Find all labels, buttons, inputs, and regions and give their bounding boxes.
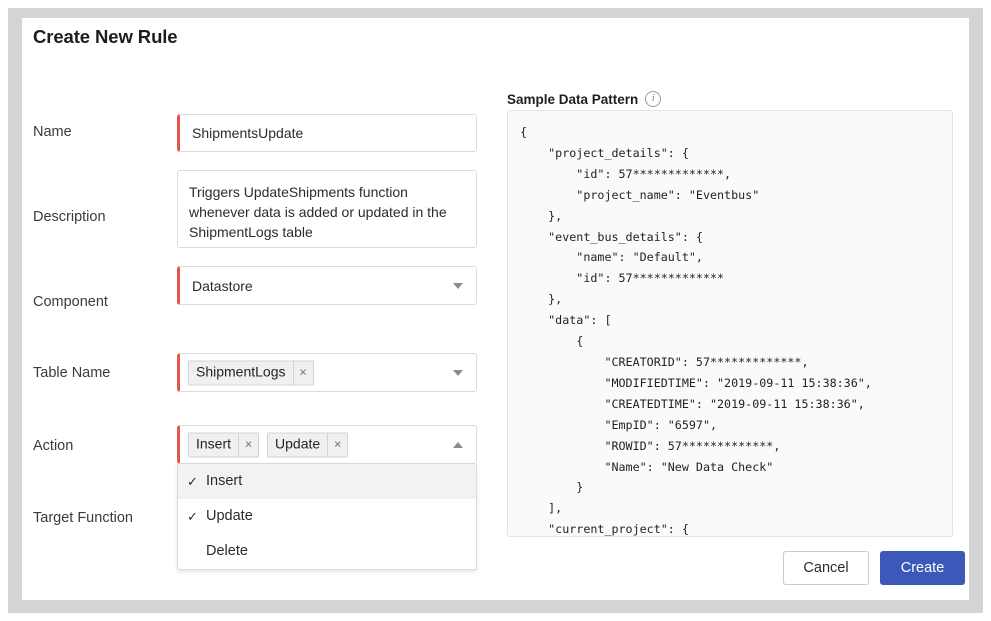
check-icon: ✓ [187, 509, 198, 524]
component-select[interactable]: Datastore [177, 266, 477, 305]
name-label: Name [33, 124, 72, 140]
dropdown-option-label: Delete [206, 543, 248, 559]
chevron-down-icon[interactable] [453, 369, 463, 376]
info-icon[interactable]: i [645, 91, 662, 107]
table-name-chip-list: ShipmentLogs × [188, 360, 314, 385]
dropdown-option-delete[interactable]: Delete [178, 534, 476, 569]
chevron-up-icon[interactable] [453, 441, 463, 448]
table-name-label: Table Name [33, 365, 111, 381]
name-input-value: ShipmentsUpdate [192, 125, 304, 141]
description-label: Description [33, 209, 106, 225]
target-function-label: Target Function [33, 510, 133, 526]
component-label: Component [33, 294, 108, 310]
sample-data-pattern-panel[interactable]: { "project_details": { "id": 57*********… [507, 110, 953, 537]
dropdown-option-label: Update [206, 508, 253, 524]
chip-label: Insert [196, 435, 232, 451]
action-chip-list: Insert × Update × [188, 432, 349, 457]
create-new-rule-dialog: Create New Rule Name ShipmentsUpdate Des… [22, 18, 969, 600]
dropdown-option-update[interactable]: ✓ Update [178, 499, 476, 534]
table-name-multiselect[interactable]: ShipmentLogs × [177, 353, 477, 392]
cancel-button[interactable]: Cancel [783, 551, 869, 585]
chip-remove-icon[interactable]: × [327, 433, 347, 456]
chevron-down-icon[interactable] [453, 282, 463, 289]
action-label: Action [33, 438, 74, 454]
dropdown-option-label: Insert [206, 473, 243, 489]
chip-label: ShipmentLogs [196, 363, 286, 379]
name-input[interactable]: ShipmentsUpdate [177, 114, 477, 152]
chip-table-name: ShipmentLogs × [188, 360, 314, 385]
description-textarea[interactable]: Triggers UpdateShipments function whenev… [177, 170, 477, 248]
dropdown-option-insert[interactable]: ✓ Insert [178, 464, 476, 499]
chip-label: Update [275, 435, 321, 451]
action-multiselect[interactable]: Insert × Update × [177, 425, 477, 464]
sample-data-pattern-code: { "project_details": { "id": 57*********… [520, 125, 872, 537]
chip-remove-icon[interactable]: × [238, 433, 258, 456]
description-textarea-value: Triggers UpdateShipments function whenev… [189, 184, 447, 240]
page-title: Create New Rule [33, 26, 178, 47]
sample-data-pattern-title: Sample Data Pattern [507, 91, 639, 107]
component-select-value: Datastore [192, 277, 253, 294]
check-icon: ✓ [187, 474, 198, 489]
action-dropdown-menu: ✓ Insert ✓ Update Delete [177, 464, 477, 570]
chip-remove-icon[interactable]: × [292, 361, 313, 384]
chip-action-update: Update × [267, 432, 349, 457]
create-button[interactable]: Create [880, 551, 965, 585]
sample-data-pattern-header: Sample Data Pattern i [507, 91, 662, 107]
chip-action-insert: Insert × [188, 432, 260, 457]
